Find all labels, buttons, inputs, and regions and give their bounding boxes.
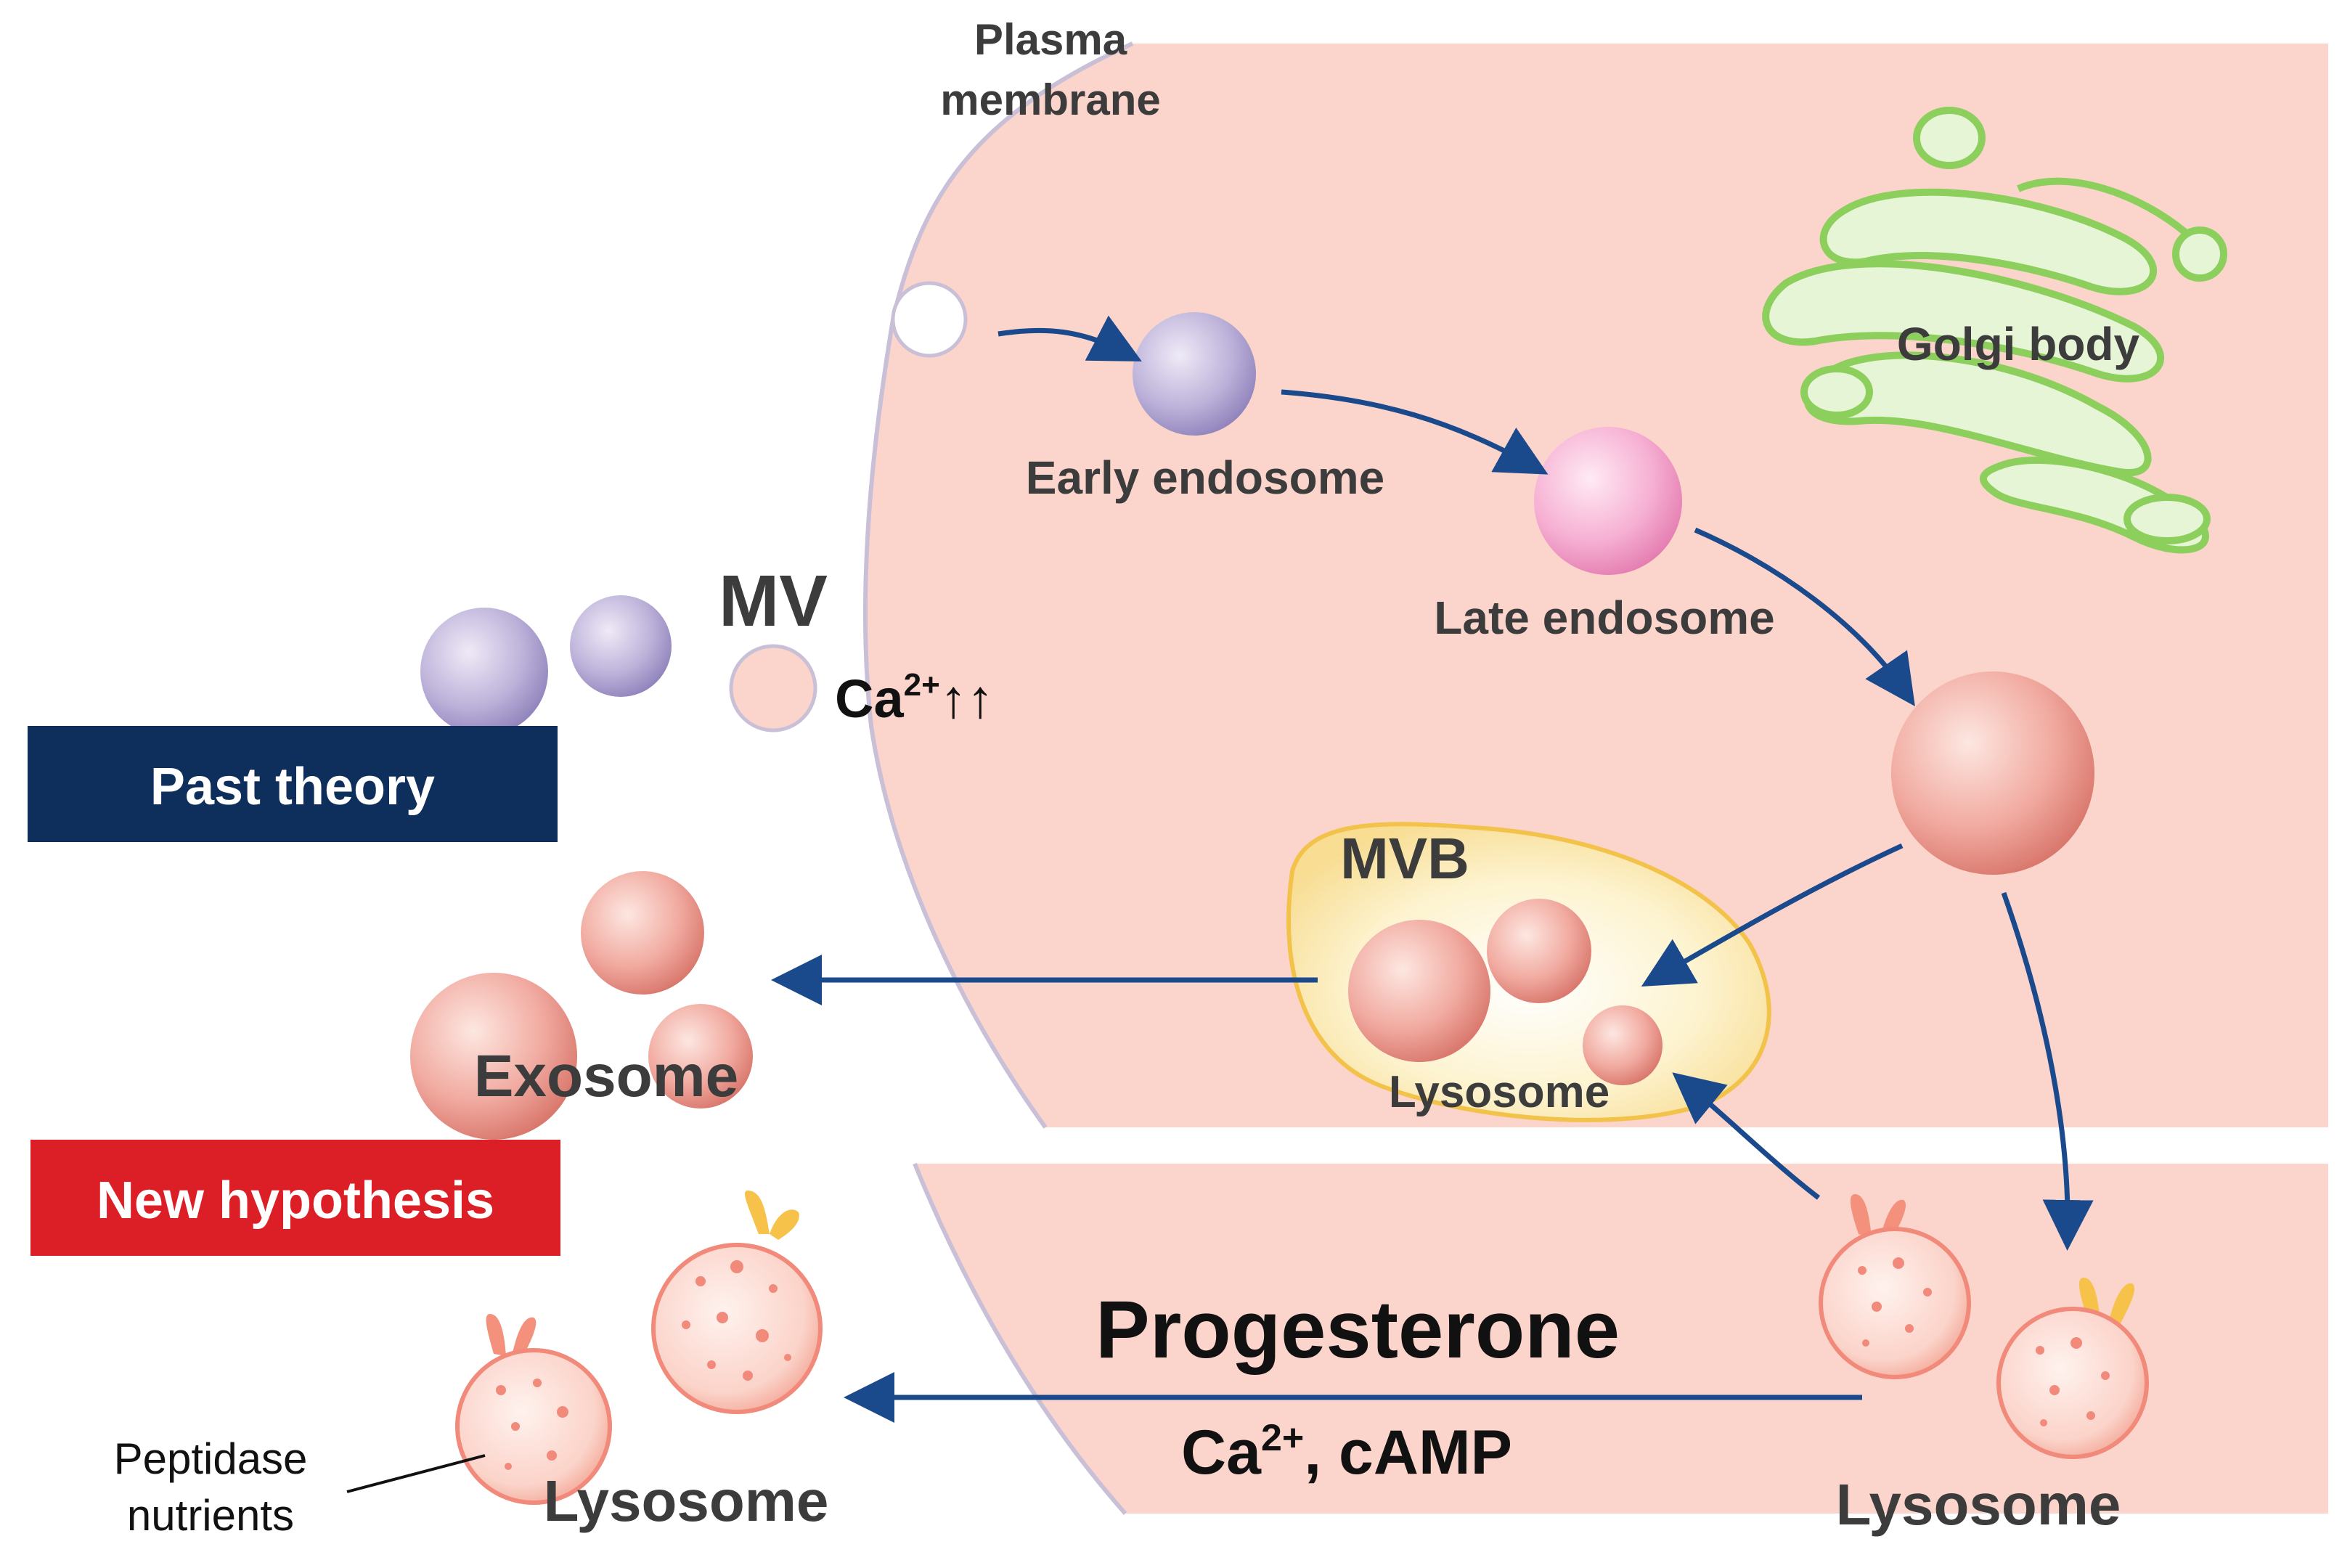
progesterone-label: Progesterone [1096,1284,1620,1375]
peptidase-label-1: Peptidase [114,1434,308,1483]
lysosome-top-left [651,1191,823,1414]
plasma-membrane-line-lower [913,1162,1127,1515]
mvb-label: MVB [1340,826,1469,891]
ca-camp-label: Ca2+, cAMP [1181,1417,1512,1487]
lysosome-bottom-left [455,1314,612,1505]
lysosome-left-label: Lysosome [544,1469,829,1533]
new-hypothesis-label: New hypothesis [97,1172,494,1230]
exosome-large [410,973,577,1140]
golgi-body-label: Golgi body [1897,318,2140,370]
mvb-intraluminal-vesicle-3 [1583,1005,1662,1085]
mvb-lysosome-label: Lysosome [1389,1067,1609,1117]
exosome-top [581,871,704,995]
lysosome-right-label: Lysosome [1836,1472,2121,1537]
mv-label: MV [719,560,828,642]
golgi-body [1762,107,2227,554]
lysosome-right-upper [1819,1194,1971,1379]
arrow-vesicle-to-mvb [1641,843,1904,987]
peptidase-label-2: nutrients [127,1491,294,1540]
mv-budding-vesicle [729,644,817,732]
past-theory-label: Past theory [150,758,435,816]
peptidase-pointer-line [346,1454,486,1493]
pathway-arrows [771,315,2094,1423]
late-endosome [1534,427,1682,575]
early-endosome [1133,312,1256,436]
late-endosome-label: Late endosome [1434,592,1774,644]
cell-lower-region [915,1164,2328,1514]
early-endosome-label: Early endosome [1026,452,1384,504]
arrow-early-to-late [1281,389,1549,475]
lysosome-right-lower [1996,1278,2149,1459]
arrow-lysosome-to-mvb [1672,1072,1821,1200]
plasma-membrane-label-2: membrane [940,75,1160,124]
mvb-intraluminal-vesicle-2 [1487,899,1591,1003]
exosome-small [648,1004,753,1108]
endocytic-pit [891,281,968,358]
mv-vesicle-small [570,595,672,697]
arrow-pit-to-early [997,315,1142,362]
mvb-intraluminal-vesicle-1 [1348,920,1490,1062]
plasma-membrane-label-1: Plasma [974,15,1127,64]
new-hypothesis-banner [30,1140,560,1256]
maturing-vesicle [1891,671,2094,875]
plasma-membrane-line [862,41,1134,1129]
exosome-label: Exosome [474,1043,739,1109]
past-theory-banner [28,726,558,842]
mv-vesicle-large [420,608,548,735]
arrow-late-to-vesicle [1694,527,1915,707]
lysosome-spots [496,1257,2110,1470]
ca-rise-label: Ca2+↑↑ [835,667,994,729]
arrow-vesicle-to-lysosome [2001,891,2094,1251]
